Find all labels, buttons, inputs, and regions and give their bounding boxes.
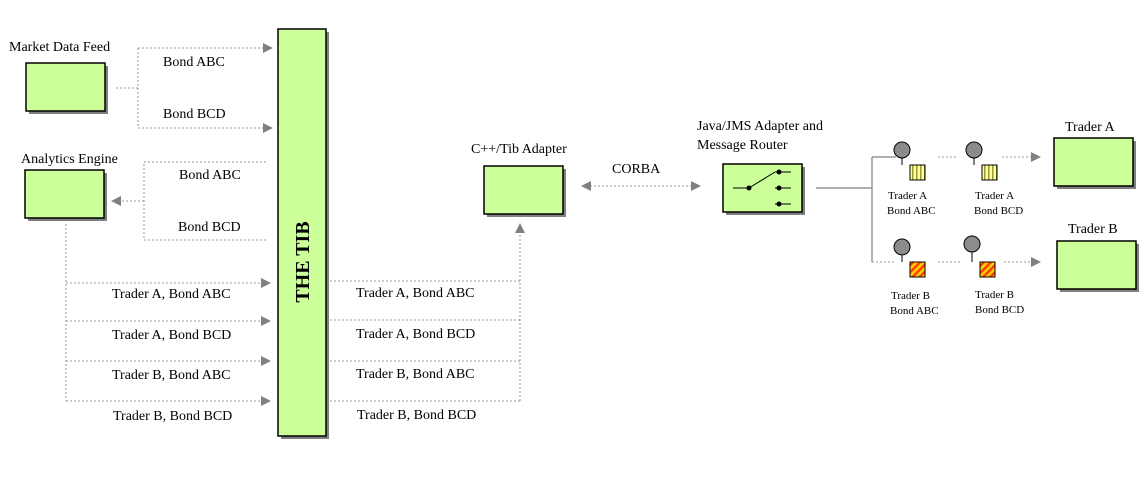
trader-a-label: Trader A [1065, 120, 1116, 135]
market-data-feed [25, 62, 108, 114]
switch-icon [733, 169, 791, 207]
analytics-engine-label: Analytics Engine [21, 152, 118, 167]
analytics-topic-label: Bond BCD [178, 220, 241, 235]
analytics-topic-label: Bond ABC [179, 168, 241, 183]
tib-out-topic-label: Trader B, Bond ABC [356, 367, 475, 382]
queue-endpoint-icon [893, 238, 911, 256]
queue-label: Trader A [975, 190, 1014, 202]
queue-trader-a-bond-abc [893, 141, 926, 181]
queue-endpoint-icon [893, 141, 911, 159]
tib-out-topic-label: Trader A, Bond BCD [356, 327, 475, 342]
trader-b-box [1056, 240, 1139, 292]
queue-message-icon [909, 164, 926, 181]
queue-message-icon [981, 164, 998, 181]
java-jms-label-line1: Java/JMS Adapter and [697, 119, 823, 134]
queue-label: Bond BCD [974, 205, 1023, 217]
queue-label: Trader B [975, 289, 1014, 301]
analytics-out-topic-label: Trader A, Bond BCD [112, 328, 231, 343]
queue-trader-b-bond-abc [893, 238, 926, 278]
cpp-tib-adapter [483, 165, 566, 217]
analytics-engine [24, 169, 107, 221]
the-tib-label: THE TIB [292, 221, 314, 302]
analytics-out-topic-label: Trader B, Bond BCD [113, 409, 232, 424]
queue-endpoint-icon [963, 235, 981, 253]
market-data-feed-label: Market Data Feed [9, 40, 110, 55]
queue-label: Trader B [891, 290, 930, 302]
analytics-out-topic-label: Trader A, Bond ABC [112, 287, 231, 302]
tib-out-topic-label: Trader B, Bond BCD [357, 408, 476, 423]
router-fanout [816, 156, 896, 262]
queue-endpoint-icon [965, 141, 983, 159]
queue-message-icon [909, 261, 926, 278]
queue-trader-b-bond-bcd [963, 235, 996, 278]
connectors [65, 43, 1041, 406]
queue-label: Bond ABC [890, 305, 939, 317]
the-tib-bus [277, 28, 329, 439]
feed-topic-label: Bond BCD [163, 107, 226, 122]
queue-trader-a-bond-bcd [965, 141, 998, 181]
java-jms-router [722, 163, 805, 215]
trader-b-label: Trader B [1068, 222, 1118, 237]
queue-label: Bond BCD [975, 304, 1024, 316]
queue-label: Bond ABC [887, 205, 936, 217]
analytics-out-topic-label: Trader B, Bond ABC [112, 368, 231, 383]
corba-label: CORBA [612, 162, 661, 177]
feed-topic-label: Bond ABC [163, 55, 225, 70]
queue-message-icon [979, 261, 996, 278]
java-jms-label-line2: Message Router [697, 138, 788, 153]
queue-label: Trader A [888, 190, 927, 202]
cpp-tib-adapter-label: C++/Tib Adapter [471, 142, 567, 157]
trader-a-box [1053, 137, 1136, 189]
tib-out-topic-label: Trader A, Bond ABC [356, 286, 475, 301]
feed-connector [116, 48, 139, 128]
